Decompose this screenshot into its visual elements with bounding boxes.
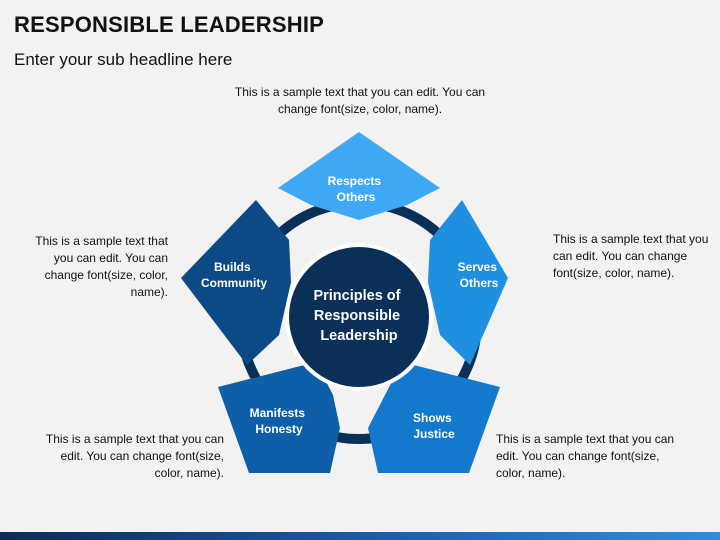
segment-label-respects-others: Respects Others [328, 174, 385, 204]
page-title: RESPONSIBLE LEADERSHIP [14, 12, 325, 37]
page-subtitle: Enter your sub headline here [14, 50, 233, 69]
segment-label-builds-community: Builds Community [201, 260, 267, 290]
segment-builds-community [181, 200, 291, 365]
segment-manifests-honesty [218, 362, 340, 473]
segment-label-shows-justice: Shows Justice [413, 411, 455, 441]
segment-label-manifests-honesty: Manifests Honesty [250, 406, 309, 436]
description-respects-others: This is a sample text that you can edit.… [234, 85, 486, 116]
description-builds-community: This is a sample text that you can edit.… [35, 234, 168, 299]
description-serves-others: This is a sample text that you can edit.… [553, 232, 709, 280]
segment-serves-others [428, 200, 508, 365]
description-manifests-honesty: This is a sample text that you can edit.… [45, 432, 224, 480]
center-label: Principles of Responsible Leadership [313, 288, 404, 344]
description-shows-justice: This is a sample text that you can edit.… [496, 432, 675, 480]
center-hub [285, 243, 433, 391]
segment-shows-justice [368, 362, 500, 473]
segment-respects-others [278, 132, 440, 220]
segment-label-serves-others: Serves Others [458, 260, 501, 290]
footer-accent-bar [0, 532, 720, 540]
